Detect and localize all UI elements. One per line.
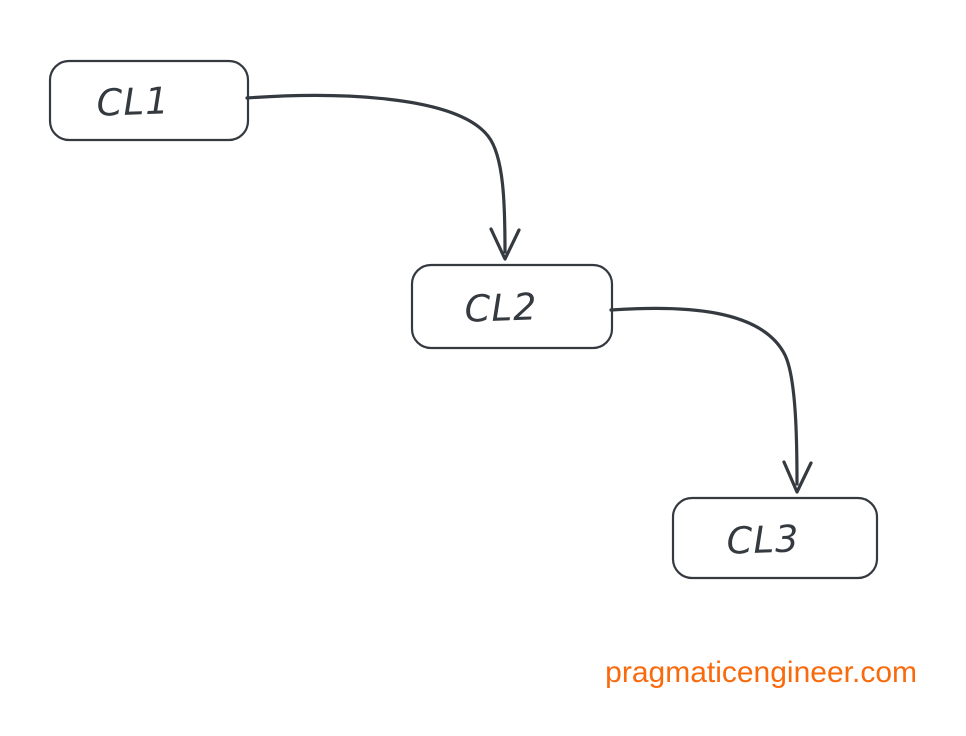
edge-cl1-to-cl2 [245,93,521,261]
node-cl3-label: CL3 [726,517,800,563]
edge-cl2-to-cl3-line [609,306,799,486]
node-cl3-box [671,496,879,580]
node-cl2-label: CL2 [464,285,538,331]
node-cl1-label: CL1 [96,79,170,125]
node-cl1-box [48,59,250,142]
node-cl3: CL3 [671,496,879,580]
arrowhead-down-icon [782,460,813,494]
edge-cl1-to-cl2-line [245,93,507,254]
watermark: pragmaticengineer.com [605,656,917,689]
node-cl1: CL1 [48,59,250,142]
edge-cl2-to-cl3 [609,306,813,494]
node-cl2: CL2 [410,263,614,350]
arrowhead-down-icon [489,227,521,261]
node-cl2-box [410,263,614,350]
